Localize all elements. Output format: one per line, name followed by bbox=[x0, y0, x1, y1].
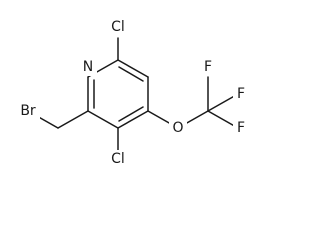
bond-c2-c3 bbox=[87, 110, 119, 129]
bond-c3-c4-inner bbox=[118, 106, 144, 122]
atom-label-cl3: Cl bbox=[111, 151, 125, 167]
label-bg-cl3 bbox=[106, 150, 130, 168]
label-bg-f2 bbox=[233, 85, 249, 103]
label-bg-f3 bbox=[233, 119, 249, 137]
bond-c2-ch2 bbox=[57, 110, 89, 129]
bond-layer bbox=[27, 37, 239, 151]
atom-label-n1: N bbox=[83, 59, 93, 75]
chemical-structure-diagram: N Cl Br Cl O F F F bbox=[16, 18, 249, 168]
label-bg-n1 bbox=[79, 58, 97, 76]
atom-label-f1: F bbox=[204, 59, 212, 75]
label-bg-o bbox=[169, 119, 187, 137]
bond-c5-c6-inner bbox=[118, 66, 144, 82]
label-bg-cl6 bbox=[106, 18, 130, 36]
label-layer: N Cl Br Cl O F F F bbox=[16, 18, 249, 168]
bond-c5-c6 bbox=[117, 59, 149, 78]
atom-label-cl6: Cl bbox=[111, 19, 125, 35]
atom-label-br: Br bbox=[20, 103, 36, 119]
atom-label-o: O bbox=[172, 120, 183, 136]
label-bg-br bbox=[16, 102, 40, 120]
bond-c3-c4 bbox=[117, 110, 149, 129]
atom-label-f3: F bbox=[237, 120, 245, 136]
atom-label-f2: F bbox=[237, 86, 245, 102]
label-bg-f1 bbox=[200, 58, 216, 76]
